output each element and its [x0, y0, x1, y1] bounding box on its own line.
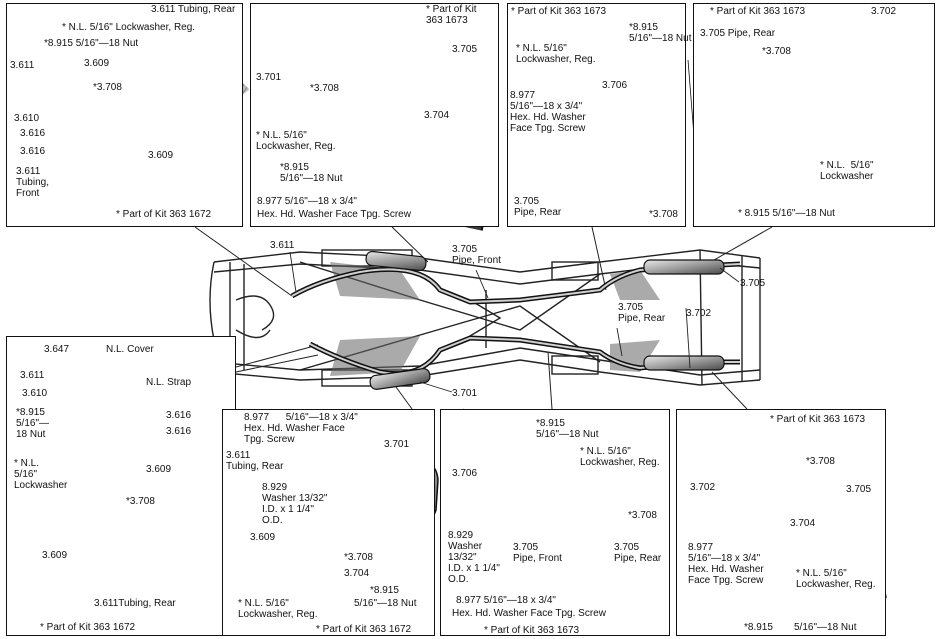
callout-label: *8.915 5/16"—18 Nut	[629, 22, 692, 44]
callout-label: 3.704	[790, 518, 816, 529]
callout-label: 8.977 5/16"—18 x 3/4" Hex. Hd. Washer Fa…	[244, 412, 358, 445]
callout-label: *3.708	[806, 456, 835, 467]
callout-label: N.L. Strap	[146, 377, 192, 388]
callout-label: 8.929 Washer 13/32" I.D. x 1 1/4" O.D.	[448, 530, 500, 585]
callout-label: 3.647	[44, 344, 70, 355]
panel-muffler-washer	[222, 409, 435, 636]
callout-label: *3.708	[649, 209, 678, 220]
callout-label: 3.704	[424, 110, 450, 121]
callout-label: * 8.915 5/16"—18 Nut	[738, 208, 835, 219]
callout-label: 5/16"—18 Nut	[794, 622, 857, 633]
callout-label: 8.977 5/16"—18 x 3/4" Hex. Hd. Washer Fa…	[688, 542, 764, 586]
panel-rear-muffler-bottom	[676, 409, 886, 636]
leader-lines	[194, 226, 773, 410]
callout-label: 8.929 Washer 13/32" I.D. x 1 1/4" O.D.	[262, 482, 328, 526]
callout-label: 3.704	[344, 568, 370, 579]
callout-label: 3.611 Tubing, Rear	[151, 4, 236, 15]
chassis-frame	[209, 249, 761, 387]
callout-label: * N.L. 5/16" Lockwasher, Reg.	[256, 130, 336, 152]
callout-label: * N.L. 5/16" Lockwasher, Reg.	[580, 446, 660, 468]
callout-label: 3.702	[690, 482, 716, 493]
callout-label: *8.915 5/16"—18 Nut	[280, 162, 343, 184]
callout-label: 5/16"—18 Nut	[354, 598, 417, 609]
callout-label: 3.609	[146, 464, 172, 475]
callout-label: 3.706	[452, 468, 478, 479]
callout-label: 3.611Tubing, Rear	[94, 598, 176, 609]
callout-label: 3.701	[384, 439, 410, 450]
callout-label: 3.609	[250, 532, 276, 543]
kit-note: * Part of Kit 363 1673	[710, 6, 806, 17]
callout-label: 3.705	[846, 484, 872, 495]
callout-label: * N.L. 5/16" Lockwasher, Reg.	[796, 568, 876, 590]
callout-label: 3.616	[166, 410, 192, 421]
callout-label: *3.708	[310, 83, 339, 94]
callout-label: 8.977 5/16"—18 x 3/4" Hex. Hd. Washer Fa…	[510, 90, 586, 134]
callout-label: 3.610	[22, 388, 48, 399]
callout-label: 3.701	[452, 388, 478, 399]
panel-rear-muffler-top	[693, 3, 935, 227]
callout-label: 3.610	[14, 113, 40, 124]
callout-label: 3.702	[686, 308, 712, 319]
callout-label: 3.616	[166, 426, 192, 437]
callout-label: *3.708	[762, 46, 791, 57]
callout-label: 8.977 5/16"—18 x 3/4"	[456, 595, 556, 606]
callout-label: *8.915 5/16"— 18 Nut	[16, 407, 50, 440]
callout-label: 3.611	[10, 60, 35, 71]
callout-label: 3.611	[20, 370, 45, 381]
callout-label: 3.705 Pipe, Rear	[514, 196, 562, 218]
callout-label: *8.915	[370, 585, 399, 596]
callout-label: 3.611	[270, 240, 295, 251]
callout-label: 8.977 5/16"—18 x 3/4"	[257, 196, 357, 207]
callout-label: 3.705 Pipe, Front	[452, 244, 501, 266]
callout-label: *8.915 5/16"—18 Nut	[44, 38, 139, 49]
callout-label: 3.616	[20, 128, 46, 139]
kit-note: * Part of Kit 363 1672	[116, 209, 212, 220]
callout-label: 3.609	[84, 58, 110, 69]
chassis-exhaust-pipes	[290, 250, 741, 390]
callout-label: 3.702	[871, 6, 897, 17]
callout-label: 3.609	[148, 150, 174, 161]
callout-label: * N.L. 5/16" Lockwasher, Reg.	[516, 43, 596, 65]
callout-label: * N.L. 5/16" Lockwasher	[820, 160, 874, 182]
callout-label: *3.708	[93, 82, 122, 93]
kit-note: * Part of Kit 363 1672	[40, 622, 136, 633]
callout-label: 3.701	[256, 72, 282, 83]
callout-label: 3.616	[20, 146, 46, 157]
kit-note: * Part of Kit 363 1673	[426, 4, 477, 26]
center-leaders	[289, 251, 740, 393]
callout-label: 3.705 Pipe, Rear	[618, 302, 666, 324]
callout-label: 3.705	[740, 278, 766, 289]
callout-label: *8.915	[744, 622, 773, 633]
callout-label: 3.705 Pipe, Rear	[700, 28, 776, 39]
kit-note: * Part of Kit 363 1672	[316, 624, 412, 635]
callout-label: 3.706	[602, 80, 628, 91]
callout-label: 3.611 Tubing, Front	[16, 166, 49, 199]
callout-label: 3.705 Pipe, Rear	[614, 542, 662, 564]
kit-note: * Part of Kit 363 1673	[511, 6, 607, 17]
callout-label: *8.915 5/16"—18 Nut	[536, 418, 599, 440]
callout-label: 3.609	[42, 550, 68, 561]
kit-note: * Part of Kit 363 1673	[484, 625, 580, 636]
callout-label: *3.708	[344, 552, 373, 563]
callout-label: N.L. Cover	[106, 344, 154, 355]
callout-label: Hex. Hd. Washer Face Tpg. Screw	[452, 608, 606, 619]
callout-label: * N.L. 5/16" Lockwasher, Reg.	[238, 598, 318, 620]
callout-label: * N.L. 5/16" Lockwasher	[14, 458, 68, 491]
callout-label: Hex. Hd. Washer Face Tpg. Screw	[257, 209, 411, 220]
callout-label: *3.708	[126, 496, 155, 507]
callout-label: 3.611 Tubing, Rear	[226, 450, 284, 472]
panel-rear-tubing	[6, 336, 236, 636]
panel-front-muffler-mount	[250, 3, 499, 227]
panel-front-pipe-hanger	[440, 409, 670, 636]
callout-label: 3.705 Pipe, Front	[513, 542, 562, 564]
callout-label: * N.L. 5/16" Lockwasher, Reg.	[62, 22, 196, 33]
callout-label: *3.708	[628, 510, 657, 521]
panel-front-tubing	[6, 3, 243, 227]
callout-label: 3.705	[452, 44, 478, 55]
panel-rear-pipe-hanger	[507, 3, 686, 227]
kit-note: * Part of Kit 363 1673	[770, 414, 866, 425]
